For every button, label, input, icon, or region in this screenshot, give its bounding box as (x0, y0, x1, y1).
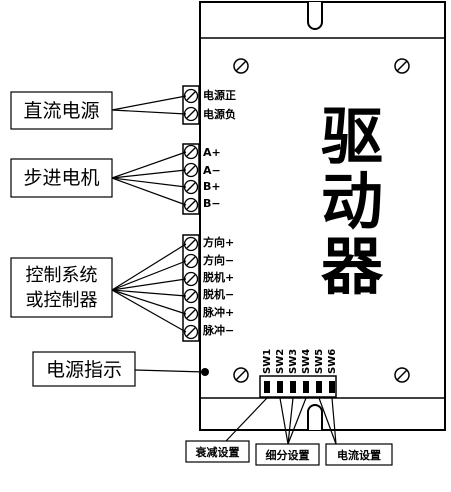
terminal-label: 脱机+ (203, 270, 234, 284)
terminal-label: 脉冲+ (202, 305, 234, 319)
controller-label-line: 或控制器 (26, 290, 98, 311)
screw-icon (233, 367, 249, 383)
stepper-motor-label: 步进电机 (23, 167, 99, 189)
attenuation-setting-label: 衰减设置 (195, 445, 240, 459)
screw-icon (394, 58, 410, 74)
subdivision-setting-box: 细分设置 (255, 443, 320, 466)
terminal-label: 电源正 (203, 88, 236, 102)
terminal-screw-icon (183, 236, 199, 252)
terminal-screw-icon (183, 162, 199, 178)
terminal-label: B+ (203, 180, 221, 193)
terminal-screw-icon (183, 179, 199, 195)
subdivision-setting-label: 细分设置 (266, 448, 310, 462)
terminal-screw-icon (183, 271, 199, 287)
terminal-strip-motor (182, 143, 200, 215)
power-indicator-label-box: 电源指示 (32, 351, 136, 387)
terminal-label: 脱机− (203, 287, 234, 301)
terminal-screw-icon (183, 288, 199, 304)
switch-label: SW3 (288, 349, 299, 374)
terminal-screw-icon (183, 106, 199, 122)
attenuation-setting-box: 衰减设置 (185, 440, 250, 463)
stepper-motor-label-box: 步进电机 (10, 158, 113, 198)
terminal-label: B− (203, 197, 221, 210)
current-setting-label: 电流设置 (337, 448, 381, 462)
dip-switch-lever (303, 381, 309, 393)
switch-label: SW6 (327, 349, 338, 374)
power-led-icon (201, 368, 209, 376)
dip-switches (264, 381, 335, 393)
terminal-screws (183, 88, 199, 340)
switch-label: SW4 (301, 349, 312, 374)
dip-switch-block (259, 375, 337, 398)
switch-label: SW1 (262, 349, 273, 374)
terminal-label: 电源负 (203, 107, 236, 121)
driver-title-char: 器 (321, 230, 384, 303)
terminal-screw-icon (183, 197, 199, 213)
power-indicator-label: 电源指示 (46, 359, 122, 381)
dip-switch-lever (290, 381, 296, 393)
dip-switch-lever (264, 381, 270, 393)
controller-label-line: 控制系统 (26, 265, 98, 286)
terminal-screw-icon (183, 88, 199, 104)
screw-icon (233, 58, 249, 74)
connector-lines (111, 95, 206, 373)
dip-switch-lever (329, 381, 335, 393)
terminal-screw-icon (183, 144, 199, 160)
dc-power-label: 直流电源 (23, 100, 99, 122)
switch-connector-lines (225, 397, 337, 445)
dip-switch-lever (316, 381, 322, 393)
current-setting-box: 电流设置 (325, 443, 393, 466)
driver-title-char: 驱 (321, 100, 383, 173)
terminal-screw-icon (183, 306, 199, 322)
terminal-screw-icon (183, 253, 199, 269)
driver-title-char: 动 (321, 165, 383, 238)
controller-label-box: 控制系统 或控制器 (10, 257, 113, 318)
terminal-screw-icon (183, 324, 199, 340)
terminal-label: A− (203, 164, 221, 177)
dc-power-label-box: 直流电源 (10, 91, 113, 130)
terminal-label: 方向+ (203, 235, 234, 249)
screw-icon (394, 367, 410, 383)
switch-label: SW5 (314, 349, 325, 374)
terminal-label: 方向− (203, 253, 234, 267)
terminal-label: A+ (203, 146, 221, 159)
switch-label: SW2 (275, 349, 286, 374)
driver-chassis (199, 1, 446, 431)
dip-switch-lever (277, 381, 283, 393)
terminal-label: 脉冲− (202, 323, 234, 337)
